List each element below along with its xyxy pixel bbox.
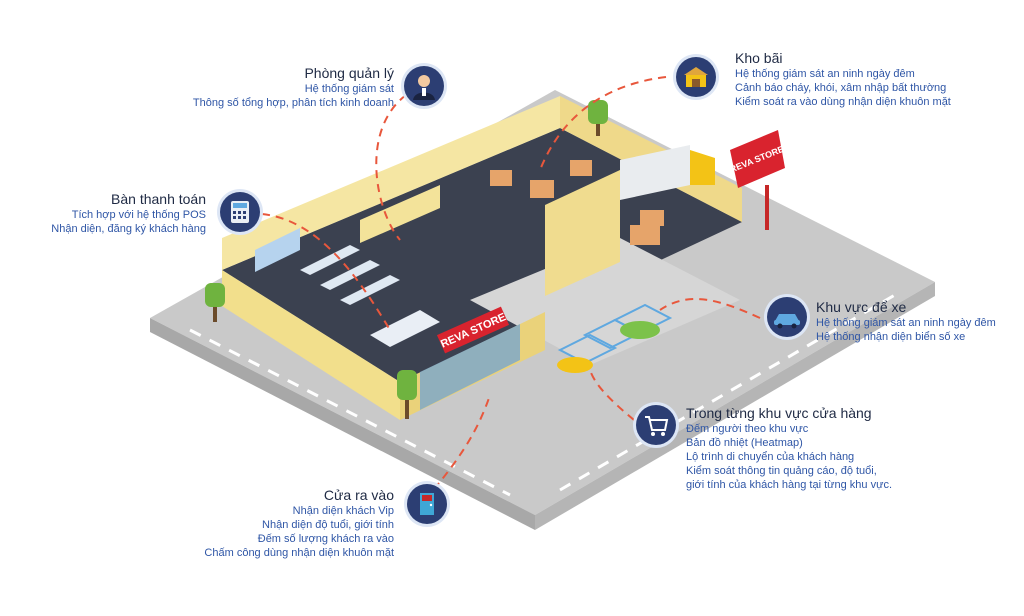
callout-line: Hệ thống giám sát xyxy=(304,83,394,95)
green-car xyxy=(620,321,660,339)
shopping-cart-icon xyxy=(636,405,676,445)
callout-line: Bản đồ nhiệt (Heatmap) xyxy=(686,437,803,449)
warehouse-boxes xyxy=(490,160,664,245)
car-icon xyxy=(767,297,807,337)
callout-line: Cảnh báo cháy, khói, xâm nhập bất thường xyxy=(735,82,947,94)
checkout-counter xyxy=(370,310,440,347)
partition-office xyxy=(360,185,440,243)
connector-lines xyxy=(261,76,761,501)
ground-plate-edge-right xyxy=(535,282,935,530)
callout-line: giới tính của khách hàng tại từng khu vự… xyxy=(686,479,893,491)
callout-line: Hệ thống giám sát an ninh ngày đêm xyxy=(816,317,996,329)
callout-line: Đếm số lượng khách ra vào xyxy=(257,533,394,545)
callout-line: Chấm công dùng nhận diện khuôn mặt xyxy=(204,547,394,559)
callout-line: Kiểm soát ra vào dùng nhận diện khuôn mặ… xyxy=(735,96,951,108)
connector-warehouse xyxy=(539,76,667,171)
callout-store-zones: Trong từng khu vực cửa hàng Đếm người th… xyxy=(686,404,892,492)
partition-warehouse xyxy=(545,170,620,296)
callout-title: Phòng quản lý xyxy=(304,65,394,81)
connector-parking xyxy=(659,298,761,319)
callout-parking: Khu vực để xe Hệ thống giám sát an ninh … xyxy=(816,298,996,344)
callout-title: Khu vực để xe xyxy=(816,299,907,315)
manager-icon xyxy=(404,66,444,106)
yellow-car xyxy=(557,357,593,373)
callout-line: Kiểm soát thông tin quảng cáo, độ tuổi, xyxy=(686,465,877,477)
trees xyxy=(205,100,608,419)
callout-line: Hệ thống nhận diện biển số xe xyxy=(816,331,966,343)
callout-title: Kho bãi xyxy=(735,50,783,66)
ground-plate-edge xyxy=(150,318,535,530)
callout-line: Nhận diện, đăng ký khách hàng xyxy=(51,223,206,235)
connector-entrance xyxy=(424,394,491,501)
callout-management: Phòng quản lý Hệ thống giám sát Thông số… xyxy=(193,64,394,110)
store-shelves xyxy=(255,228,400,305)
back-wall-left xyxy=(222,96,560,270)
connector-checkout xyxy=(261,213,391,331)
front-wall xyxy=(222,270,400,420)
callout-warehouse: Kho bãi Hệ thống giám sát an ninh ngày đ… xyxy=(735,49,951,109)
glass-entrance xyxy=(420,324,520,410)
connector-store-zones xyxy=(589,369,635,421)
callout-entrance: Cửa ra vào Nhận diện khách Vip Nhận diện… xyxy=(204,486,394,560)
callout-checkout: Bàn thanh toán Tích hợp với hệ thống POS… xyxy=(51,190,206,236)
callout-title: Trong từng khu vực cửa hàng xyxy=(686,405,872,421)
callout-title: Bàn thanh toán xyxy=(111,191,206,207)
callout-line: Đếm người theo khu vực xyxy=(686,423,809,435)
road-markings xyxy=(189,290,901,497)
callout-line: Tích hợp với hệ thống POS xyxy=(71,209,206,221)
warehouse-icon xyxy=(676,57,716,97)
callout-line: Lộ trình di chuyển của khách hàng xyxy=(686,451,855,463)
truck xyxy=(620,145,715,200)
callout-line: Thông số tổng hợp, phân tích kinh doanh xyxy=(192,97,394,109)
callout-title: Cửa ra vào xyxy=(323,487,394,503)
callout-line: Hệ thống giám sát an ninh ngày đêm xyxy=(735,68,915,80)
door-icon xyxy=(407,484,447,524)
callout-line: Nhận diện độ tuổi, giới tính xyxy=(262,519,394,531)
callout-line: Nhận diện khách Vip xyxy=(292,505,394,517)
connector-management xyxy=(375,94,407,241)
calculator-icon xyxy=(220,192,260,232)
pole-sign: REVA STORE xyxy=(728,130,785,230)
